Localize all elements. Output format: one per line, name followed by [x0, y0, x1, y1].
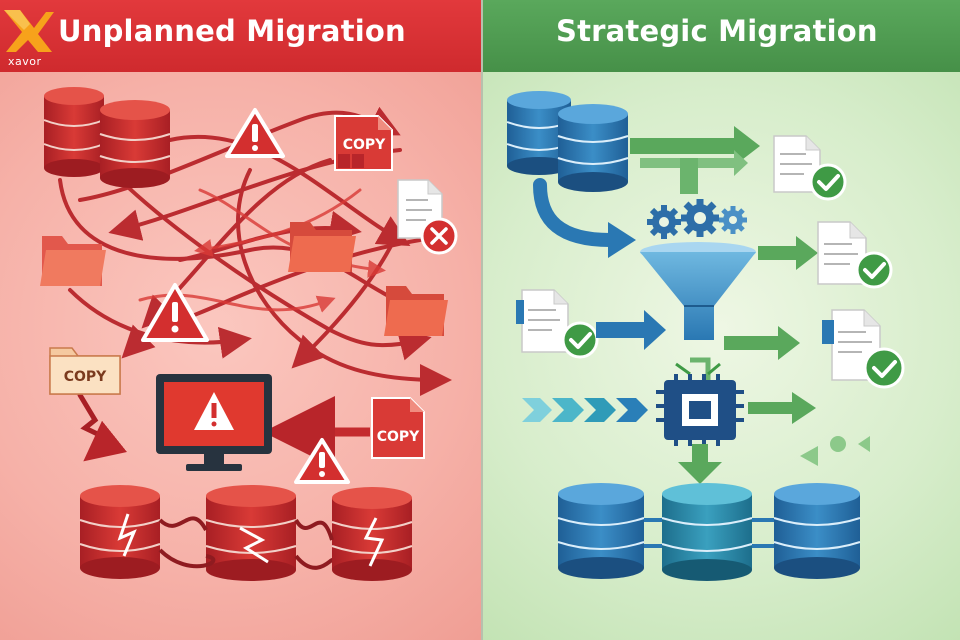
funnel-icon — [640, 242, 756, 340]
gear-icon — [647, 199, 747, 239]
green-arrow — [748, 392, 816, 424]
document-check-icon — [817, 221, 893, 289]
folder-icon — [384, 286, 448, 336]
right-header — [483, 0, 960, 72]
right-title: Strategic Migration — [556, 14, 878, 48]
left-header: xavor Unplanned Migration — [0, 0, 481, 72]
database-icon — [205, 485, 297, 581]
green-arrow — [630, 126, 760, 194]
warning-icon — [141, 283, 209, 342]
database-icon — [557, 483, 645, 579]
database-icon — [331, 487, 413, 581]
warning-icon — [225, 108, 285, 158]
warning-icon — [294, 438, 350, 484]
document-error-icon — [397, 179, 458, 255]
green-arrow — [724, 326, 800, 360]
processor-chip-icon — [656, 357, 744, 446]
document-check-icon — [516, 289, 599, 359]
copy-folder-label: COPY — [64, 369, 107, 385]
database-icon — [43, 87, 105, 177]
document-check-icon — [822, 309, 905, 389]
chevron-arrows — [522, 398, 648, 422]
folder-icon — [288, 222, 356, 272]
copy-document-icon: COPY — [334, 115, 393, 171]
document-check-icon — [773, 135, 847, 201]
copy-label: COPY — [343, 137, 386, 153]
database-icon — [99, 100, 171, 188]
copy-doc-label: COPY — [377, 429, 420, 445]
left-title: Unplanned Migration — [58, 14, 406, 48]
green-arrow — [678, 444, 722, 484]
monitor-warning-icon — [156, 374, 272, 471]
blue-arrow — [596, 310, 666, 350]
brand-name: xavor — [8, 55, 42, 68]
database-icon — [79, 485, 161, 579]
copy-document-icon: COPY — [371, 397, 425, 459]
green-arrow — [758, 236, 818, 270]
xavor-logo — [4, 10, 54, 52]
copy-folder-icon: COPY — [49, 347, 121, 395]
database-icon — [773, 483, 861, 579]
panel-divider — [481, 0, 483, 640]
database-icon — [661, 483, 753, 581]
folder-icon — [40, 236, 106, 286]
database-icon — [557, 104, 629, 192]
